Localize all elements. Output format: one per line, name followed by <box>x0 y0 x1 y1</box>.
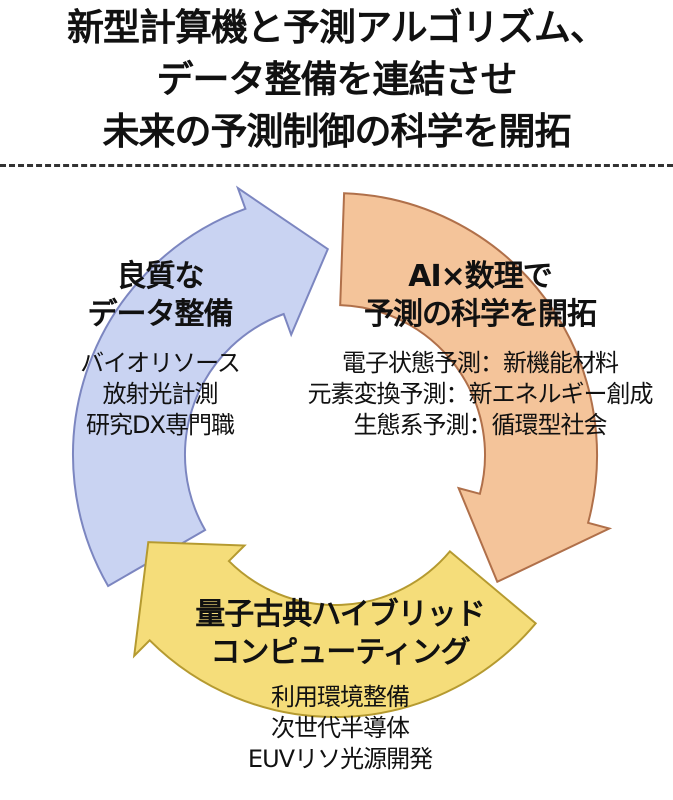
quantum-arrow <box>132 541 538 718</box>
ai-item: 電子状態予測：新機能材料 <box>342 349 619 377</box>
quantum-heading-1: 量子古典ハイブリッド <box>195 597 485 632</box>
data-arrow <box>72 185 330 588</box>
ai-heading-1: AI×数理で <box>408 259 553 294</box>
ai-section: AI×数理で 予測の科学を開拓 電子状態予測：新機能材料 元素変換予測：新エネル… <box>290 258 670 441</box>
quantum-item: 次世代半導体 <box>271 714 410 742</box>
title-line-3: 未来の予測制御の科学を開拓 <box>102 110 572 153</box>
ai-item: 生態系予測：循環型社会 <box>353 411 608 439</box>
quantum-heading-2: コンピューティング <box>210 635 470 670</box>
ai-heading-2: 予測の科学を開拓 <box>364 297 597 332</box>
data-section: 良質な データ整備 バイオリソース 放射光計測 研究DX専門職 <box>40 258 280 441</box>
ai-item: 元素変換予測：新エネルギー創成 <box>307 380 654 408</box>
quantum-item: 利用環境整備 <box>271 683 410 711</box>
title-line-1: 新型計算機と予測アルゴリズム、 <box>67 6 607 49</box>
data-item: バイオリソース <box>80 349 241 377</box>
data-heading-1: 良質な <box>116 259 205 294</box>
quantum-section: 量子古典ハイブリッド コンピューティング 利用環境整備 次世代半導体 EUVリソ… <box>130 596 550 775</box>
title-divider <box>0 164 673 167</box>
quantum-item: EUVリソ光源開発 <box>247 745 433 773</box>
data-heading-2: データ整備 <box>87 297 234 332</box>
title-line-2: データ整備を連結させ <box>156 58 518 101</box>
ai-arrow <box>339 192 613 584</box>
data-item: 研究DX専門職 <box>86 411 235 439</box>
data-item: 放射光計測 <box>102 380 219 408</box>
